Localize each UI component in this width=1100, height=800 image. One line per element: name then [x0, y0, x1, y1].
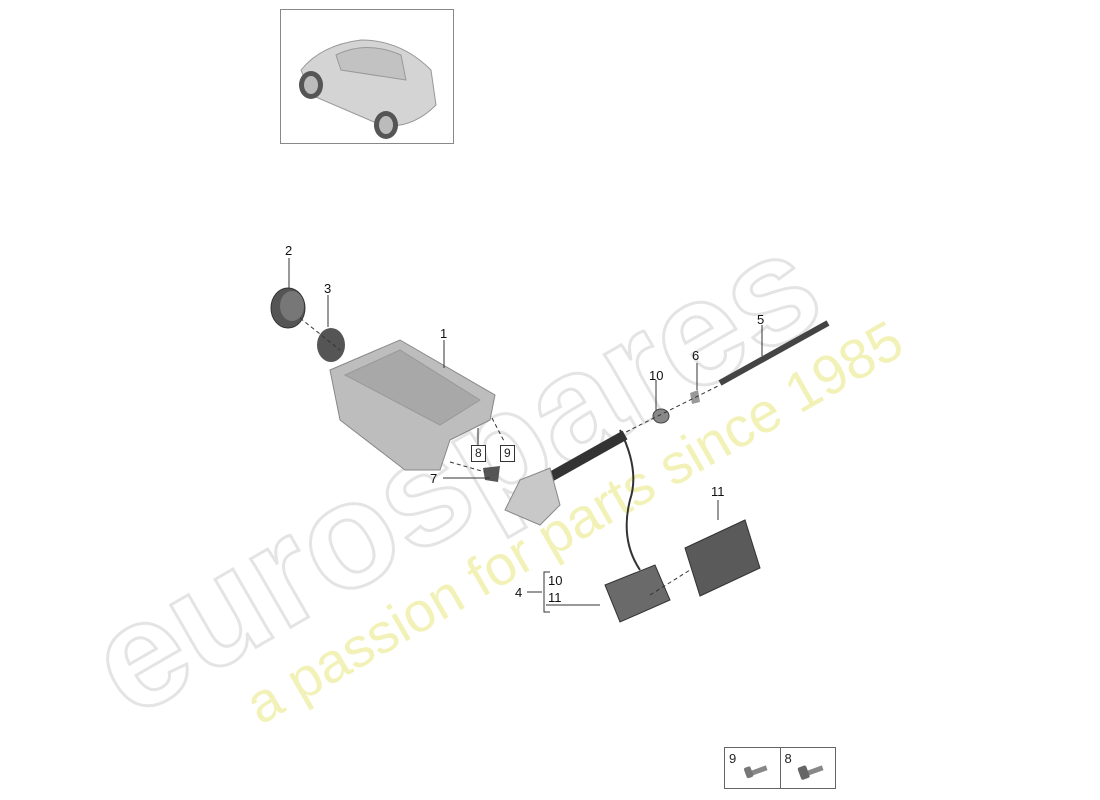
group-4-item-11: 11: [548, 590, 562, 605]
callout-3[interactable]: 3: [324, 281, 332, 296]
legend-item-8[interactable]: 8: [781, 748, 836, 788]
callout-7[interactable]: 7: [430, 471, 438, 486]
fastener-legend: 9 8: [724, 747, 836, 789]
boxed-ref-8[interactable]: 8: [471, 445, 486, 463]
legend-item-9[interactable]: 9: [725, 748, 781, 788]
callout-6[interactable]: 6: [692, 348, 700, 363]
vehicle-thumbnail: [280, 9, 454, 144]
group-4-item-10: 10: [548, 573, 563, 588]
car-icon: [299, 39, 437, 139]
callout-1[interactable]: 1: [440, 326, 448, 341]
boxed-ref-9[interactable]: 9: [500, 445, 515, 463]
bolt-icon: [744, 765, 768, 779]
callout-11[interactable]: 11: [711, 484, 725, 499]
callout-5[interactable]: 5: [757, 312, 765, 327]
callout-10[interactable]: 10: [649, 368, 664, 383]
callout-4[interactable]: 4: [515, 585, 523, 600]
bolt-flange-icon: [797, 765, 824, 780]
callout-2[interactable]: 2: [285, 243, 293, 258]
